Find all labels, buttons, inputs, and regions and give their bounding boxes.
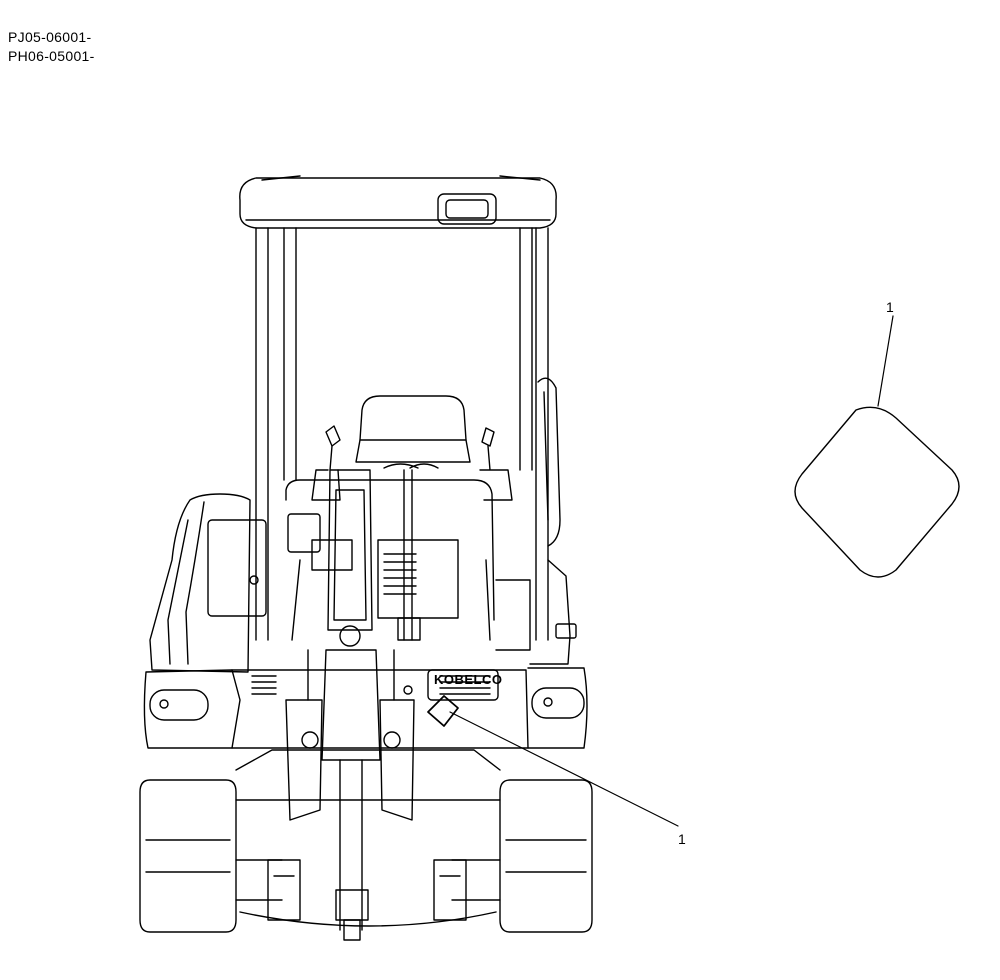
serial-line-2: PH06-05001- (8, 48, 95, 64)
detail-callout-number: 1 (886, 299, 894, 315)
machine-callout-number: 1 (678, 831, 686, 847)
canopy-posts (255, 227, 561, 641)
engine-cover (149, 493, 267, 673)
right-track (499, 779, 593, 933)
rear-counterweight (143, 667, 588, 749)
serial-number-range: PJ05-06001- PH06-05001- (8, 28, 95, 66)
kobelco-logo-label: KOBELCO (434, 672, 503, 687)
right-body-panel (495, 559, 577, 665)
operator-seat (355, 395, 471, 469)
canopy-roof (239, 175, 557, 229)
detail-label-callout (877, 315, 894, 407)
serial-line-1: PJ05-06001- (8, 29, 92, 45)
boom-assembly (285, 469, 415, 941)
machine-label-callout (449, 711, 679, 827)
left-track (139, 779, 237, 933)
dozer-blade-legs (267, 859, 467, 921)
undercarriage-center (235, 749, 501, 927)
label-detail-view (794, 406, 960, 578)
hydraulic-frame (285, 469, 495, 641)
